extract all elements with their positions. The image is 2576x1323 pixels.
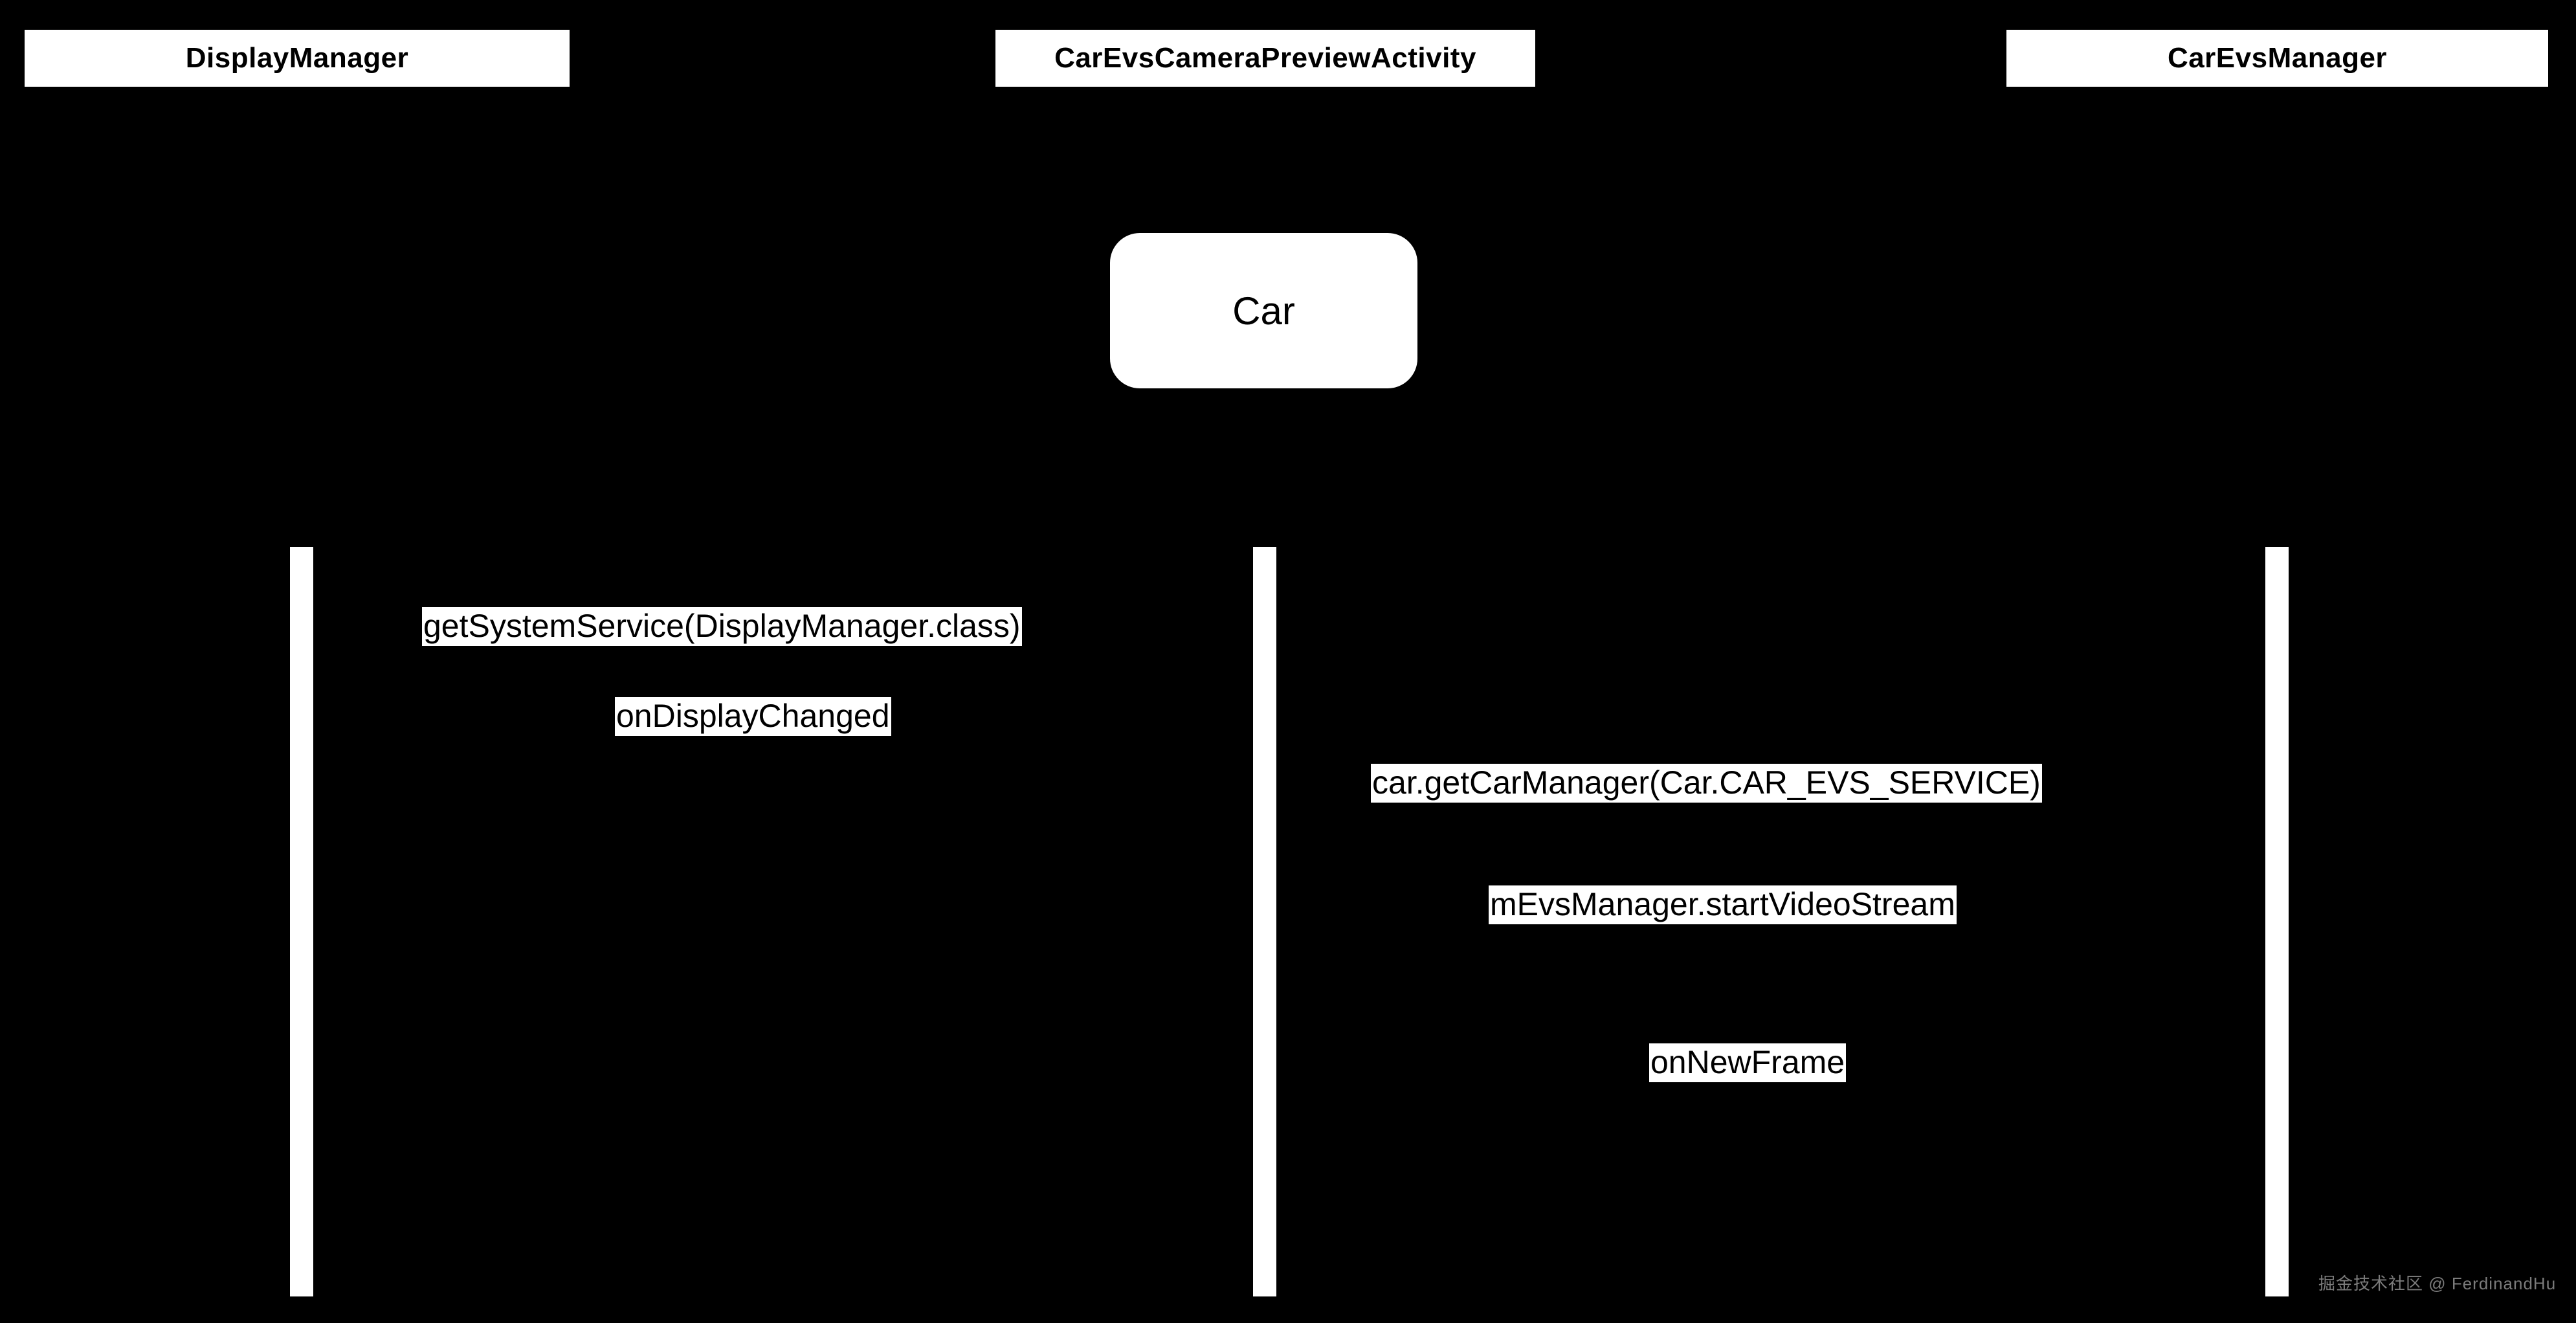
object-node-label: Car [1232, 289, 1295, 333]
message-label-on-new-frame[interactable]: onNewFrame [1649, 1043, 1847, 1082]
message-label-start-video-stream[interactable]: mEvsManager.startVideoStream [1489, 885, 1957, 924]
participant-box-display-manager[interactable]: DisplayManager [25, 30, 570, 87]
message-label-get-system-service[interactable]: getSystemService(DisplayManager.class) [422, 607, 1022, 646]
watermark: 掘金技术社区 @ FerdinandHu [2318, 1274, 2557, 1293]
message-label-get-car-manager[interactable]: car.getCarManager(Car.CAR_EVS_SERVICE) [1371, 764, 2042, 803]
participant-label: CarEvsManager [2167, 42, 2388, 74]
lifeline-bar-car-evs-manager [2265, 547, 2289, 1296]
participant-label: CarEvsCameraPreviewActivity [1054, 42, 1476, 74]
lifeline-bar-display-manager [290, 547, 313, 1296]
participant-box-car-evs-camera-preview-activity[interactable]: CarEvsCameraPreviewActivity [995, 30, 1535, 87]
lifeline-bar-car-evs-camera-preview-activity [1253, 547, 1276, 1296]
participant-label: DisplayManager [185, 42, 409, 74]
participant-box-car-evs-manager[interactable]: CarEvsManager [2006, 30, 2548, 87]
message-label-on-display-changed[interactable]: onDisplayChanged [615, 697, 891, 736]
object-node-car[interactable]: Car [1110, 233, 1417, 388]
